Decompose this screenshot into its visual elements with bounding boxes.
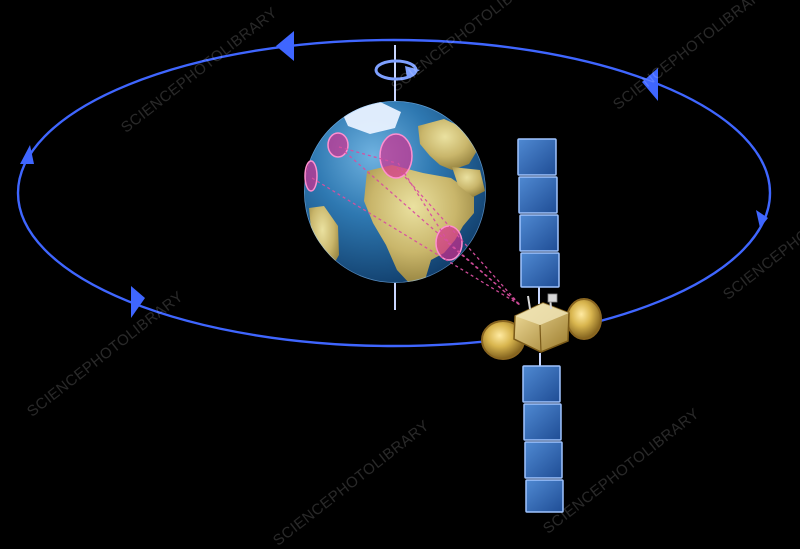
spot-beam-western-edge [304, 160, 318, 192]
spot-beam-europe [379, 133, 413, 179]
beam-links [311, 146, 521, 306]
orbit-path [16, 38, 772, 348]
satellite-bus [513, 293, 570, 353]
rotation-arrow-icon [374, 59, 420, 81]
orbit-direction-arrow-icon [642, 68, 658, 101]
upper-solar-array [517, 138, 560, 304]
communications-satellite [481, 138, 602, 513]
middle-east-land [452, 167, 485, 197]
orbit-direction-arrow-icon [20, 145, 34, 164]
orbit-direction-arrow-icon [276, 31, 294, 61]
orbit-direction-arrow-icon [131, 286, 145, 318]
right-antenna-dish [566, 298, 602, 340]
lower-solar-array [522, 353, 564, 513]
africa-land [364, 165, 474, 283]
earth-globe [304, 101, 486, 283]
spot-beam-north-atlantic [327, 132, 349, 158]
orbit-direction-arrow-icon [756, 210, 768, 228]
